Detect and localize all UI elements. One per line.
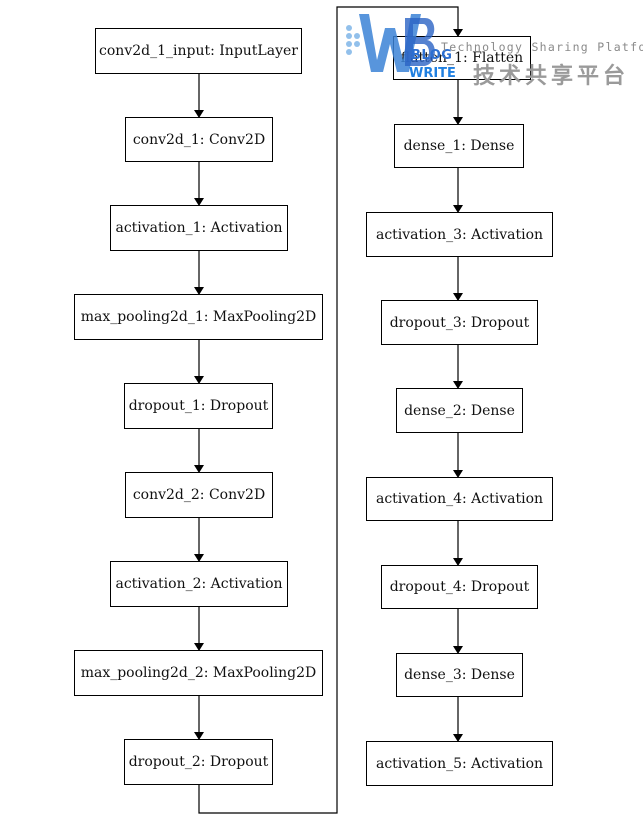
node-dense-1: dense_1: Dense [394, 124, 524, 168]
watermark-chinese: 技术共享平台 [473, 64, 630, 89]
watermark: BLOG WRITE Technology Sharing Platform 技… [345, 8, 643, 92]
wb-logo-icon [346, 14, 435, 72]
node-dense-2: dense_2: Dense [396, 388, 523, 433]
node-conv2d-1-input: conv2d_1_input: InputLayer [95, 28, 302, 74]
node-conv2d-2: conv2d_2: Conv2D [125, 472, 273, 518]
node-activation-3: activation_3: Activation [366, 212, 553, 257]
watermark-blog: BLOG [411, 48, 453, 63]
node-dropout-1: dropout_1: Dropout [124, 383, 273, 429]
node-dropout-3: dropout_3: Dropout [381, 300, 538, 345]
node-activation-1: activation_1: Activation [110, 205, 288, 251]
watermark-tagline: Technology Sharing Platform [441, 40, 643, 54]
node-conv2d-1: conv2d_1: Conv2D [125, 117, 273, 162]
node-activation-2: activation_2: Activation [110, 561, 288, 607]
node-max-pooling2d-2: max_pooling2d_2: MaxPooling2D [74, 650, 323, 696]
node-activation-4: activation_4: Activation [366, 477, 553, 521]
edge-cross [198, 6, 463, 814]
node-dropout-4: dropout_4: Dropout [381, 565, 538, 609]
node-max-pooling2d-1: max_pooling2d_1: MaxPooling2D [74, 294, 323, 340]
watermark-write: WRITE [409, 66, 456, 81]
node-dropout-2: dropout_2: Dropout [124, 739, 273, 785]
node-dense-3: dense_3: Dense [396, 653, 523, 697]
node-activation-5: activation_5: Activation [366, 741, 553, 786]
